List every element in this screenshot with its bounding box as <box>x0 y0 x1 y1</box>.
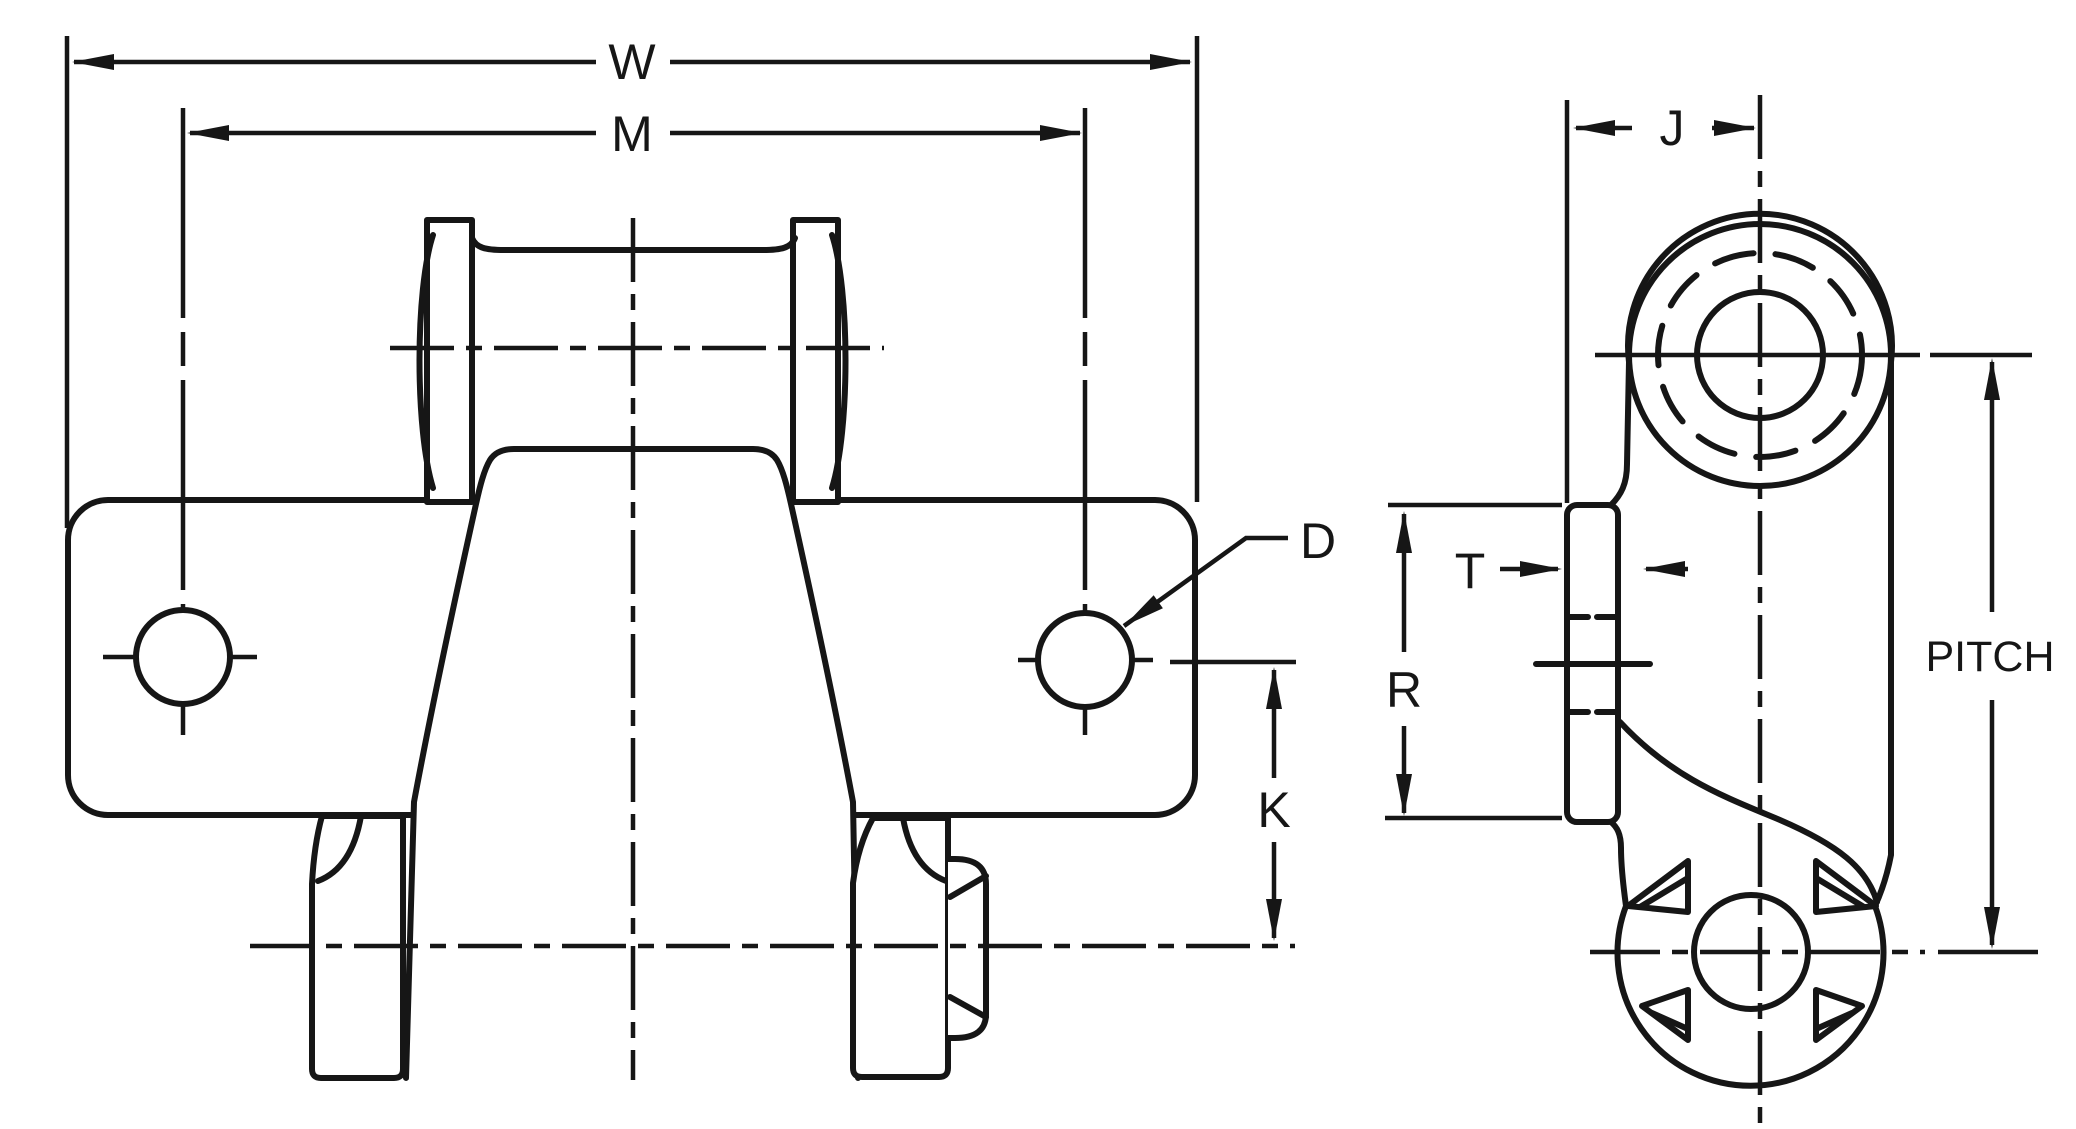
d-arrow-icon <box>1124 595 1163 626</box>
left-leg-fillet <box>315 813 364 884</box>
dim-label-t: T <box>1455 543 1486 599</box>
roller-barrel-curve-left <box>416 232 436 491</box>
m-arrow-left-icon <box>187 125 229 141</box>
front-view: W M D K <box>64 34 1336 1081</box>
j-arrow-right-icon <box>1714 120 1756 136</box>
pitch-arrow-up-icon <box>1984 358 2000 400</box>
wedge-lower-left <box>1639 987 1691 1043</box>
k-arrow-up-icon <box>1266 667 1282 709</box>
dim-label-pitch: PITCH <box>1926 633 2055 681</box>
k-arrow-down-icon <box>1266 899 1282 941</box>
wedge-lower-right <box>1813 987 1865 1043</box>
dim-label-j: J <box>1660 100 1685 156</box>
dimension-k: K <box>1170 659 1296 941</box>
dimension-d: D <box>1122 513 1336 628</box>
wedge-lower-left-chamfer <box>1649 1010 1691 1032</box>
dim-label-r: R <box>1386 662 1422 718</box>
r-arrow-down-icon <box>1396 774 1412 816</box>
plate-hole-left <box>103 108 257 735</box>
roller-flange-left <box>424 217 475 505</box>
pin-head-chamfers <box>947 873 989 1020</box>
plate-hole-right <box>1018 108 1153 735</box>
dimension-w: W <box>64 34 1200 528</box>
dimension-r: R <box>1385 502 1562 821</box>
m-arrow-right-icon <box>1040 125 1082 141</box>
roller-flange-right <box>790 217 841 505</box>
dim-label-d: D <box>1300 513 1336 569</box>
r-arrow-up-icon <box>1396 511 1412 553</box>
side-view: J T R PITCH <box>1385 95 2055 1129</box>
t-arrow-right-icon <box>1643 561 1685 577</box>
dim-label-w: W <box>608 34 656 90</box>
dimension-j: J <box>1564 100 1756 503</box>
t-arrow-left-icon <box>1520 561 1562 577</box>
dimension-t: T <box>1455 543 1688 599</box>
left-hole <box>133 607 233 707</box>
dimension-m: M <box>187 106 1082 162</box>
wedge-upper-right <box>1813 858 1879 915</box>
wedge-lower-right-chamfer <box>1813 1010 1855 1032</box>
d-leader-line <box>1122 535 1288 628</box>
wedge-upper-left-chamfer <box>1637 875 1691 910</box>
dim-label-k: K <box>1257 782 1290 838</box>
w-arrow-left-icon <box>72 54 114 70</box>
pin-head <box>945 856 989 1041</box>
j-arrow-left-icon <box>1573 120 1615 136</box>
roller-barrel-curve-right <box>829 232 849 491</box>
pin-retainer-wedges <box>1625 858 1879 1043</box>
wedge-upper-right-chamfer <box>1813 875 1867 910</box>
pitch-arrow-down-icon <box>1984 907 2000 949</box>
roller-spool <box>416 217 849 505</box>
sidebar-contour-curve <box>1617 719 1880 905</box>
dimension-pitch: PITCH <box>1926 352 2055 955</box>
w-arrow-right-icon <box>1150 54 1192 70</box>
right-hole <box>1035 610 1135 710</box>
right-leg-fillet <box>900 815 949 884</box>
dim-label-m: M <box>611 106 653 162</box>
wedge-upper-left <box>1625 858 1691 915</box>
